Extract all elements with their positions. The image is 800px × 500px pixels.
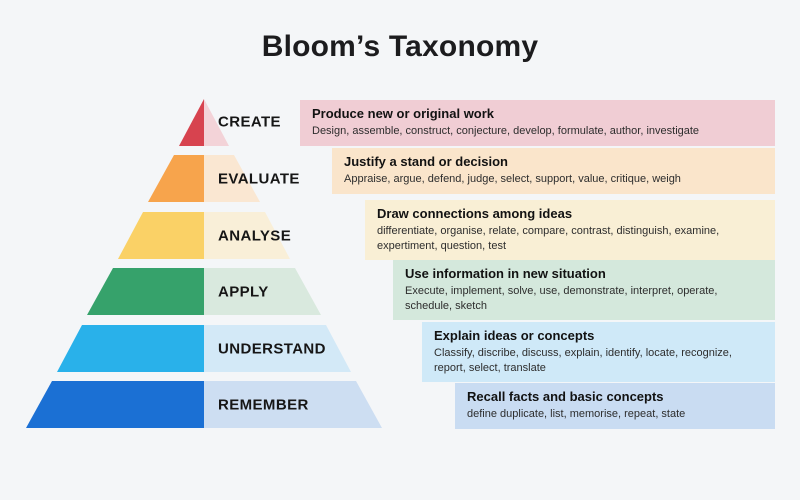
level-description-box-create: Produce new or original work Design, ass… — [300, 100, 775, 146]
description-title: Recall facts and basic concepts — [467, 389, 664, 404]
pyramid-segment-tint-remember — [204, 381, 382, 428]
description-verbs: Classify, discribe, discuss, explain, id… — [434, 347, 732, 374]
level-description-box-understand: Explain ideas or concepts Classify, disc… — [422, 322, 775, 383]
pyramid-segment-tint-apply — [204, 268, 321, 315]
level-description-box-remember: Recall facts and basic concepts define d… — [455, 383, 775, 429]
page-title: Bloom’s Taxonomy — [261, 30, 539, 63]
pyramid-segment-tint-create — [204, 99, 229, 146]
description-title: Draw connections among ideas — [377, 206, 573, 221]
pyramid-level-label-apply: APPLY — [218, 283, 269, 301]
description-verbs: Appraise, argue, defend, judge, select, … — [344, 173, 681, 186]
pyramid-segment-solid-apply — [87, 268, 204, 315]
pyramid-segment-tint-understand — [204, 325, 351, 372]
pyramid-level-label-analyse: ANALYSE — [218, 227, 292, 245]
pyramid-segment-solid-create — [179, 99, 204, 146]
pyramid-segment-tint-analyse — [204, 212, 290, 259]
pyramid-level-label-create: CREATE — [218, 113, 281, 131]
description-title: Explain ideas or concepts — [434, 328, 595, 343]
description-verbs: Design, assemble, construct, conjecture,… — [312, 125, 700, 138]
description-title: Justify a stand or decision — [344, 154, 508, 169]
pyramid-segment-solid-analyse — [118, 212, 204, 259]
pyramid-level-label-evaluate: EVALUATE — [218, 170, 300, 188]
level-description-box-analyse: Draw connections among ideas differentia… — [365, 200, 775, 261]
level-description-box-apply: Use information in new situation Execute… — [393, 260, 775, 321]
pyramid-segment-tint-evaluate — [204, 155, 260, 202]
description-title: Use information in new situation — [405, 266, 606, 281]
pyramid-segment-solid-remember — [26, 381, 204, 428]
pyramid-segment-solid-understand — [57, 325, 204, 372]
pyramid-segment-solid-evaluate — [148, 155, 204, 202]
description-verbs: define duplicate, list, memorise, repeat… — [467, 408, 686, 421]
pyramid-level-label-understand: UNDERSTAND — [218, 340, 326, 358]
description-verbs: differentiate, organise, relate, compare… — [377, 225, 720, 252]
description-title: Produce new or original work — [312, 106, 495, 121]
level-description-box-evaluate: Justify a stand or decision Appraise, ar… — [332, 148, 775, 194]
description-verbs: Execute, implement, solve, use, demonstr… — [405, 285, 718, 312]
pyramid-level-label-remember: REMEMBER — [218, 396, 309, 414]
